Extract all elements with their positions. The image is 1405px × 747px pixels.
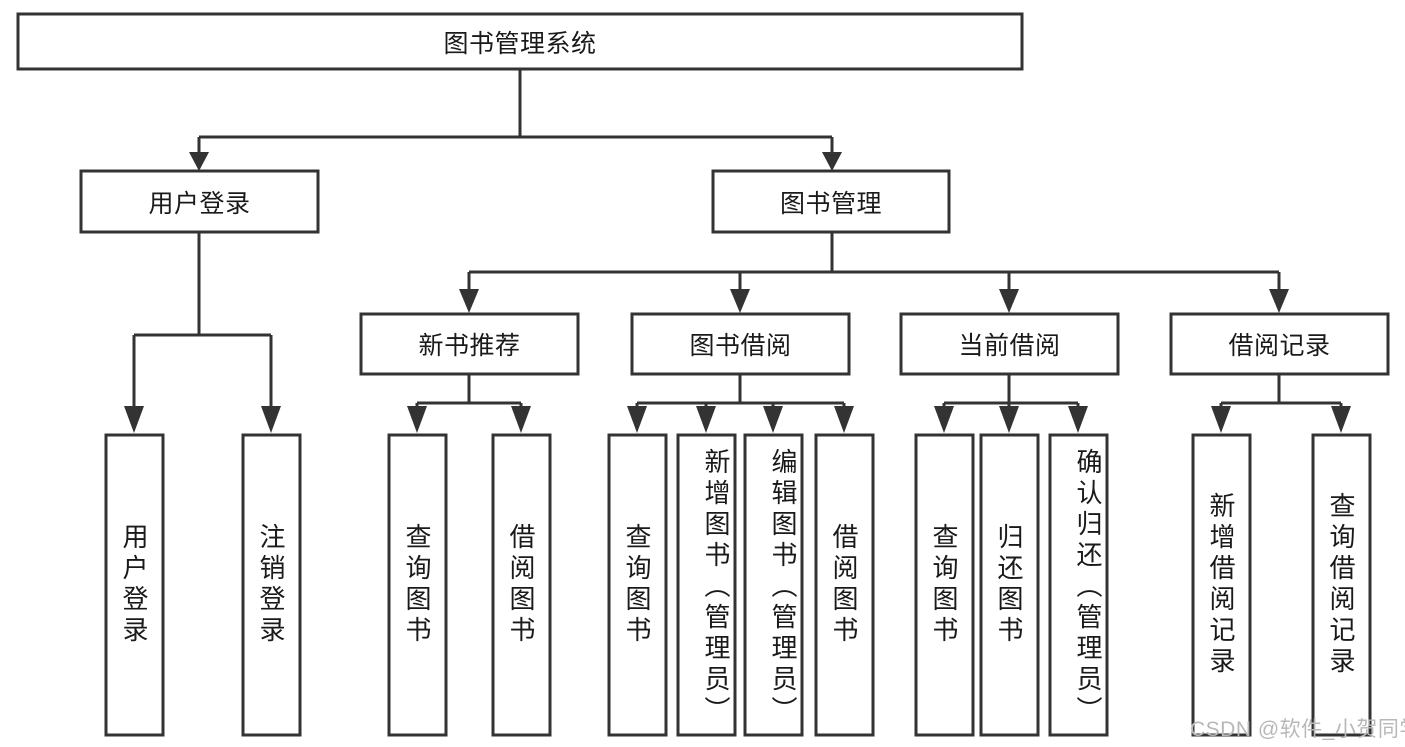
arrow-head-icon [822,152,842,171]
node-leaf-edit-book[interactable] [743,433,804,737]
arrow-head-icon [730,289,750,313]
arrow-head-icon [261,406,281,433]
connector-root-to-level2 [189,69,842,171]
arrow-head-icon [1211,406,1231,433]
node-book-borrow[interactable] [630,312,851,376]
arrow-head-icon [763,406,783,433]
arrow-head-icon [511,406,531,433]
connector-new-book-recommend-to-leaves [407,375,531,433]
arrow-head-icon [999,406,1019,433]
arrow-head-icon [696,406,716,433]
arrow-head-icon [189,152,209,171]
arrow-head-icon [999,289,1019,313]
arrow-head-icon [1068,406,1088,433]
csdn-watermark: CSDN @软件_小贺同学 [1190,718,1405,741]
connector-borrow-record-to-leaves [1211,375,1351,433]
node-leaf-query-book-2[interactable] [607,433,668,737]
arrow-head-icon [1269,289,1289,313]
node-leaf-return-book[interactable] [979,433,1040,737]
node-root[interactable] [16,12,1024,71]
node-leaf-user-logout[interactable] [241,433,302,737]
node-leaf-confirm-return[interactable] [1048,433,1109,737]
connector-current-borrow-to-leaves [934,375,1088,433]
connector-user-login-to-leaves [124,232,281,433]
arrow-head-icon [407,406,427,433]
arrow-head-icon [627,406,647,433]
connector-book-borrow-to-leaves [627,375,854,433]
node-leaf-query-record[interactable] [1311,433,1372,737]
arrow-head-icon [1331,406,1351,433]
node-borrow-record[interactable] [1169,312,1390,376]
arrow-head-icon [459,289,479,313]
arrow-head-icon [124,406,144,433]
node-book-management[interactable] [711,169,951,234]
arrow-head-icon [834,406,854,433]
node-leaf-user-login[interactable] [104,433,165,737]
node-leaf-add-book[interactable] [676,433,737,737]
node-leaf-query-book-1[interactable] [387,433,448,737]
node-leaf-add-record[interactable] [1191,433,1252,737]
node-current-borrow[interactable] [899,312,1120,376]
node-leaf-borrow-book-2[interactable] [814,433,875,737]
node-user-login[interactable] [79,169,320,234]
node-new-book-recommend[interactable] [359,312,580,376]
connector-book-management-to-level3 [459,232,1289,313]
arrow-head-icon [934,406,954,433]
node-leaf-borrow-book-1[interactable] [491,433,552,737]
node-leaf-query-book-3[interactable] [914,433,975,737]
